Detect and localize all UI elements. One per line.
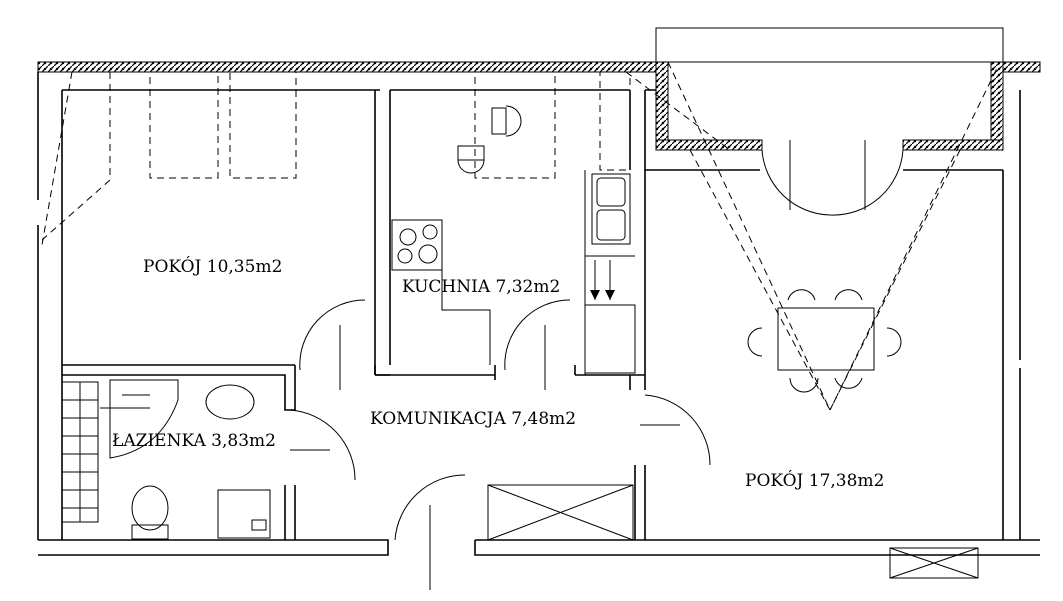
doors <box>289 140 904 590</box>
interior-walls <box>62 89 1003 540</box>
room-label-pokoj-2: POKÓJ 17,38m2 <box>745 470 884 491</box>
furniture <box>61 71 979 579</box>
room-label-lazienka: ŁAZIENKA 3,83m2 <box>112 431 276 451</box>
room-label-komunikacja: KOMUNIKACJA 7,48m2 <box>370 409 576 429</box>
exterior-walls <box>37 27 1041 556</box>
room-label-kuchnia: KUCHNIA 7,32m2 <box>402 277 560 297</box>
room-label-pokoj-1: POKÓJ 10,35m2 <box>143 256 282 277</box>
window-diagonals <box>41 61 1001 412</box>
